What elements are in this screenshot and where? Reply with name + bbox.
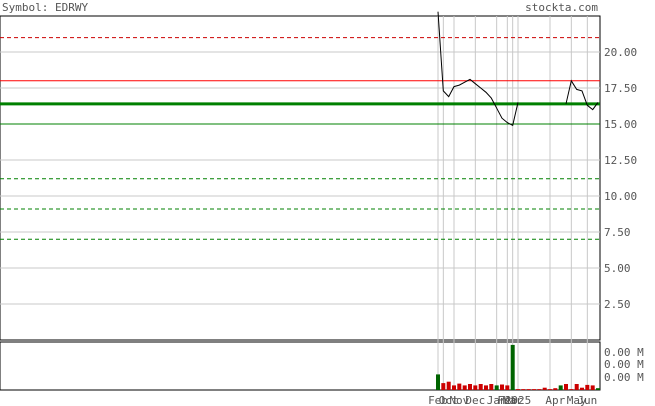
price-tick-label: 5.00 [604,262,631,275]
date-tick-label: Oct [439,394,459,406]
volume-bar [516,389,520,390]
volume-panel-frame [0,341,601,391]
price-tick-label: 17.50 [604,82,637,95]
volume-bar [537,389,542,390]
support-resistance-levels [0,37,600,240]
volume-bar [478,384,483,390]
date-tick-label: Nov [449,394,469,406]
price-axis-ticks: 20.00 17.50 15.00 12.50 10.00 7.50 5.00 2.50 [604,46,637,311]
price-tick-label: 20.00 [604,46,637,59]
volume-bar [500,384,504,390]
price-line [565,79,599,111]
date-tick-label: Apr [545,394,565,406]
date-tick-label: 2025 [505,394,532,406]
volume-bar [484,385,488,390]
brand-label: stockta.com [525,1,598,14]
volume-bar [462,385,467,390]
price-line [437,11,519,127]
volume-tick-label: 0.00 M [604,358,644,371]
date-tick-label: May [567,394,587,406]
volume-tick-label: 0.00 M [604,371,644,384]
volume-bar [521,389,526,390]
volume-bar [526,389,531,390]
volume-bar [548,389,552,390]
volume-bar [585,384,590,390]
date-tick-label: Dec [465,394,485,406]
date-tick-label: Mar [503,394,523,406]
horizontal-gridlines [0,51,600,305]
volume-bar [510,344,515,390]
price-panel-frame [0,15,601,341]
volume-bar [569,389,574,390]
price-line-group [437,11,599,127]
volume-bar [542,387,547,390]
volume-bar [532,389,536,390]
price-tick-label: 15.00 [604,118,637,131]
price-tick-label: 10.00 [604,190,637,203]
volume-axis-ticks: 0.00 M0.00 M0.00 M [604,346,644,384]
volume-bar [494,385,499,390]
volume-bar [436,374,440,390]
date-tick-label: Jan [487,394,507,406]
vertical-gridlines [437,16,588,390]
volume-bar [580,387,584,390]
date-tick-label: Jun [577,394,597,406]
volume-bar [441,383,446,390]
volume-bar [553,388,558,390]
price-tick-label: 7.50 [604,226,631,239]
volume-bar [457,383,462,390]
volume-bar [452,385,456,390]
volume-bar [473,385,478,390]
date-tick-label: Feb [428,394,448,406]
date-tick-label: Feb [497,394,517,406]
volume-bar [446,381,451,390]
volume-bars [436,344,600,390]
price-tick-label: 2.50 [604,298,631,311]
volume-bar [574,384,579,390]
volume-bar [564,384,568,390]
volume-bar [590,385,595,390]
price-tick-label: 12.50 [604,154,637,167]
volume-bar [505,385,510,390]
volume-tick-label: 0.00 M [604,346,644,359]
volume-bar [558,385,563,390]
volume-bar [596,388,600,390]
symbol-label: Symbol: EDRWY [2,1,88,14]
volume-bar [468,384,472,390]
volume-bar [489,384,494,390]
